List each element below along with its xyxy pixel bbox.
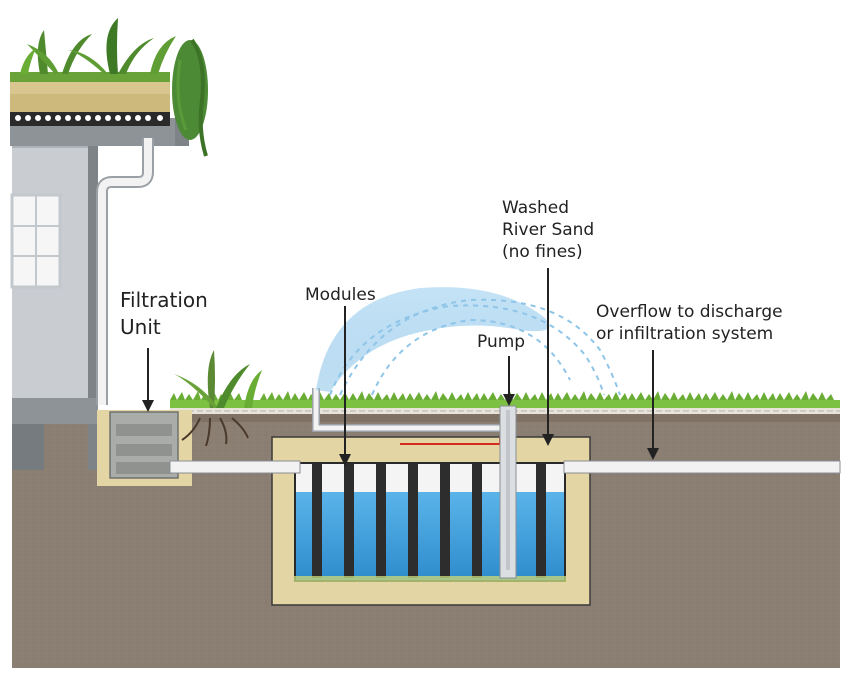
tank-modules [312,464,546,578]
pump [499,405,517,579]
filtration-unit [97,410,192,486]
label-overflow: Overflow to discharge or infiltration sy… [596,301,783,345]
arrow-modules [339,306,351,466]
label-pump: Pump [477,332,526,352]
downpipe [96,138,154,405]
label-sand-line3: (no fines) [502,242,583,262]
water-tank [294,462,566,582]
leader-arrows [142,268,659,466]
label-sand-line1: Washed [502,198,570,218]
label-overflow-line1: Overflow to discharge [596,302,783,322]
arrow-pump [503,356,515,406]
arrow-overflow [647,350,659,460]
roof-plants [20,18,208,157]
ground-plants [174,350,262,447]
label-filtration-unit-line2: Unit [120,315,161,339]
label-filtration-unit: Filtration Unit [120,287,208,341]
label-sand: Washed River Sand (no fines) [502,197,594,263]
label-filtration-unit-line1: Filtration [120,288,208,312]
overflow-pipe [563,460,841,474]
house-window [10,193,62,289]
arrow-filtration-unit [142,348,154,412]
green-roof [10,18,208,157]
label-modules: Modules [305,285,376,305]
irrigation-pipe [312,388,505,445]
label-overflow-line2: or infiltration system [596,324,774,344]
inlet-pipe [169,460,301,474]
house [10,140,98,470]
label-sand-line2: River Sand [502,220,595,240]
arrow-sand [542,268,554,446]
